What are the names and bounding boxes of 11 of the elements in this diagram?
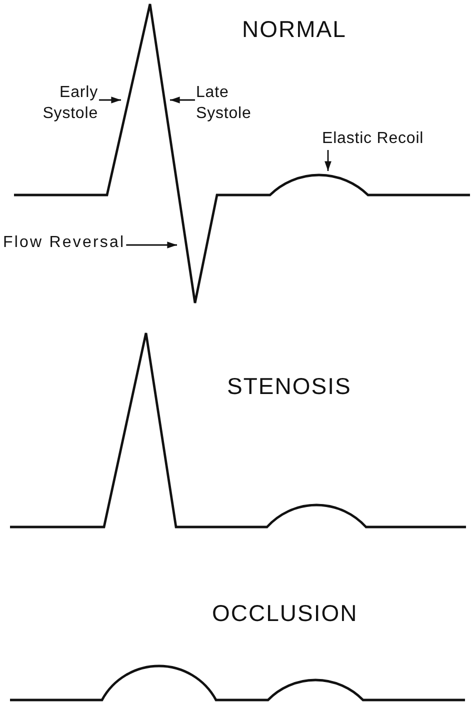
annotation-text: Flow Reversal	[3, 232, 126, 253]
waveform-title: STENOSIS	[227, 373, 352, 400]
waveform-title: NORMAL	[242, 16, 346, 43]
annotation-text: Elastic Recoil	[322, 128, 467, 149]
leader-arrow	[170, 96, 195, 104]
leader-arrow	[324, 150, 332, 171]
annotation-text: Early Systole	[20, 82, 98, 124]
leader-arrow	[99, 96, 121, 104]
annotation-text: Late Systole	[196, 82, 276, 124]
waveform-title: OCCLUSION	[212, 600, 358, 627]
leader-arrow	[126, 242, 177, 248]
